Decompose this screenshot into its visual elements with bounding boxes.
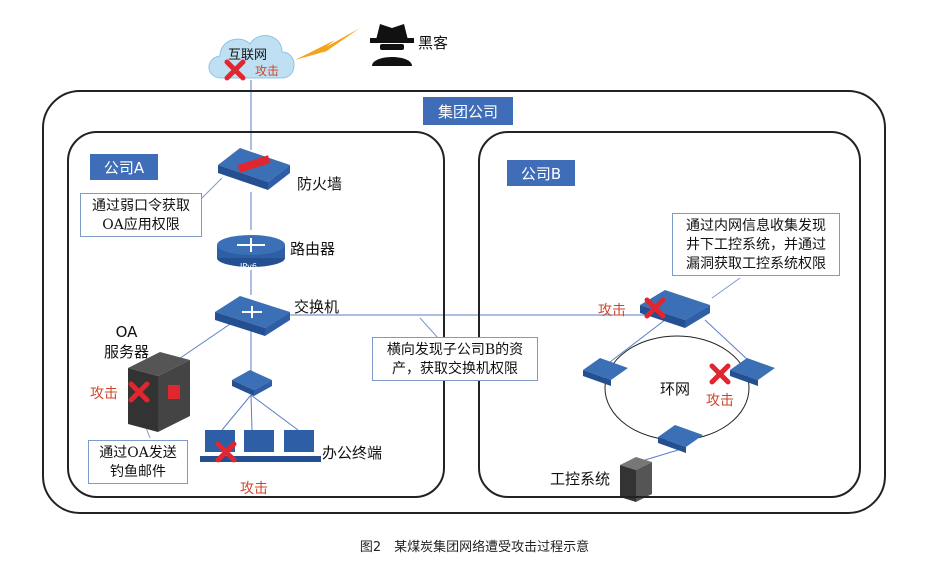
access-switch-icon <box>232 370 272 396</box>
callout-ics-exploit: 通过内网信息收集发现 井下工控系统，并通过 漏洞获取工控系统权限 <box>672 213 840 276</box>
firewall-label: 防火墙 <box>297 175 343 193</box>
lightning-icon <box>295 28 360 60</box>
callout-weak-password: 通过弱口令获取 OA应用权限 <box>80 193 202 237</box>
hacker-label: 黑客 <box>418 34 449 52</box>
group-company-tag: 集团公司 <box>423 97 513 125</box>
ics-server-icon <box>620 457 652 502</box>
router-icon <box>217 235 285 267</box>
links <box>169 80 749 461</box>
oa-server-label: OA 服务器 <box>104 323 150 361</box>
ring-switch-right-icon <box>730 358 775 386</box>
figure-caption: 图2 某煤炭集团网络遭受攻击过程示意 <box>359 540 590 555</box>
attack-label-b-switch: 攻击 <box>598 303 626 319</box>
ics-label: 工控系统 <box>550 470 611 488</box>
attack-label-ring: 攻击 <box>706 393 734 409</box>
company-b-tag: 公司B <box>507 160 575 186</box>
company-b-region <box>478 131 861 498</box>
firewall-icon <box>218 148 290 190</box>
router-label: 路由器 <box>290 240 336 258</box>
core-switch-icon <box>215 296 290 336</box>
group-company-region <box>42 90 886 514</box>
company-a-tag: 公司A <box>90 154 158 180</box>
callout-phishing: 通过OA发送 钓鱼邮件 <box>88 440 188 484</box>
ring-switch-bottom-icon <box>658 425 703 453</box>
attack-label-terminal: 攻击 <box>240 481 268 497</box>
terminal-icon <box>200 430 321 462</box>
attack-x-marks <box>128 59 731 463</box>
switch-label: 交换机 <box>294 298 340 316</box>
attack-label-oa: 攻击 <box>90 386 118 402</box>
ipv6-label: IPv6 <box>240 262 258 271</box>
attack-label-internet: 攻击 <box>255 64 280 78</box>
ring-switch-left-icon <box>583 358 628 386</box>
internet-label: 互联网 <box>228 48 268 63</box>
oa-server-icon <box>128 352 190 432</box>
ring-label: 环网 <box>660 380 691 398</box>
office-terminal-label: 办公终端 <box>322 444 383 462</box>
company-a-region <box>67 131 445 498</box>
callout-lateral: 横向发现子公司B的资 产，获取交换机权限 <box>372 337 538 381</box>
hacker-icon <box>370 24 414 66</box>
